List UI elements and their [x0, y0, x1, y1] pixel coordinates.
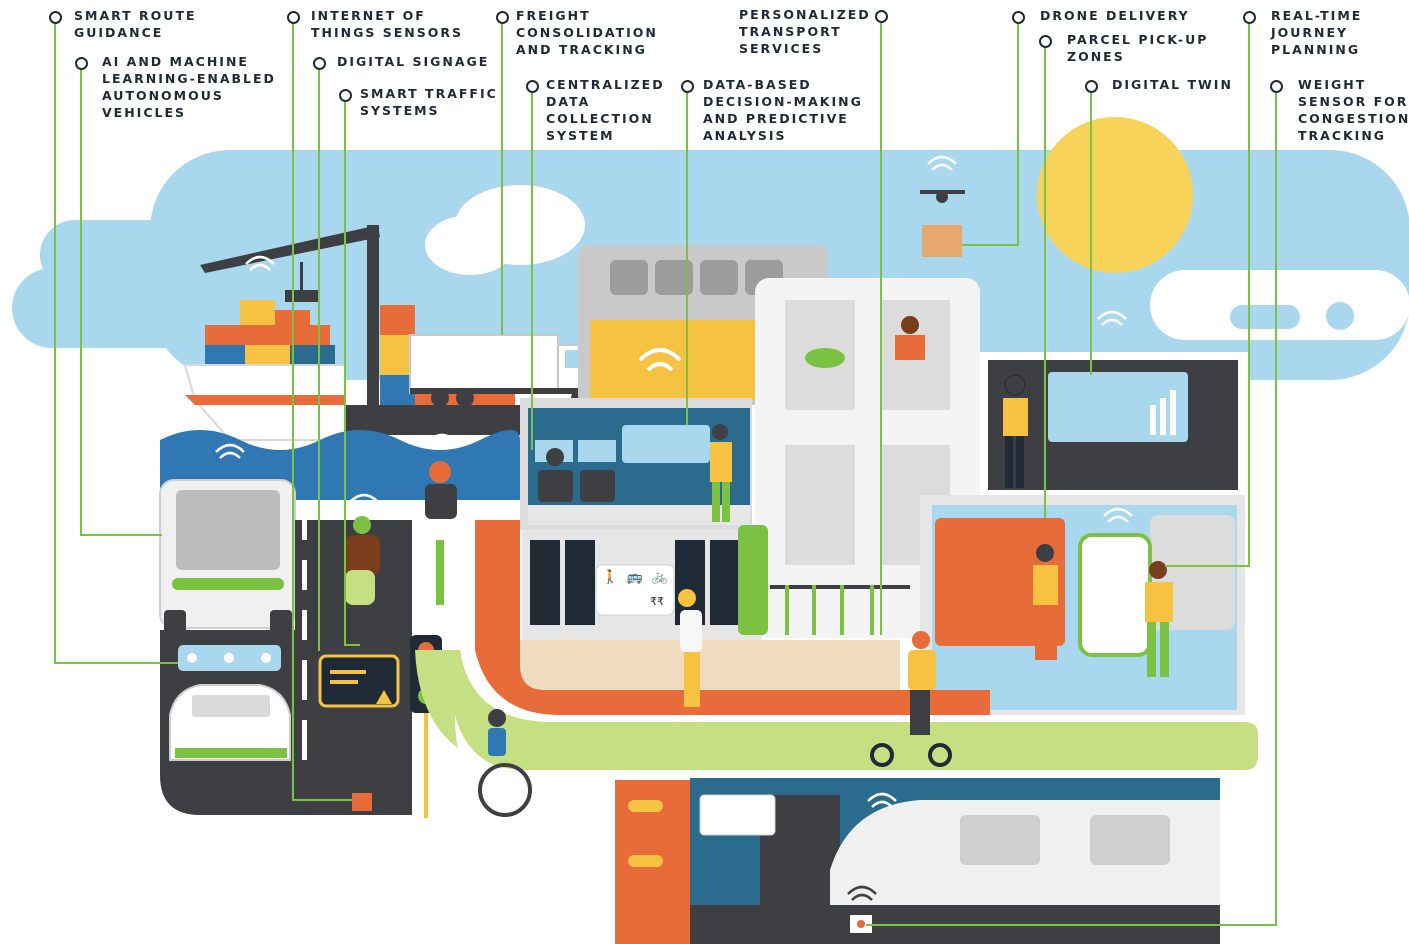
motor-scooter: [345, 516, 380, 605]
callout-marker-icon: [1085, 80, 1098, 93]
label-data-based-decision: DATA-BASED DECISION-MAKING AND PREDICTIV…: [703, 77, 863, 143]
label-personalized-transport: PERSONALIZED TRANSPORT SERVICES: [739, 7, 871, 56]
bike-share-rack: [770, 585, 910, 635]
callout-marker-icon: [339, 89, 352, 102]
callout-marker-icon: [49, 11, 62, 24]
control-room: [520, 398, 752, 530]
callout-marker-icon: [313, 57, 326, 70]
label-weight-sensor: WEIGHT SENSOR FOR CONGESTION TRACKING: [1298, 77, 1409, 143]
label-digital-signage: DIGITAL SIGNAGE: [337, 54, 490, 69]
callout-marker-icon: [1270, 80, 1283, 93]
pedestrian-icon: 🚶: [602, 570, 619, 585]
road-weight-sensor: [352, 793, 372, 811]
bus-icon: 🚌: [626, 570, 644, 585]
parcel-pickup-room: [920, 495, 1245, 715]
label-drone-delivery: DRONE DELIVERY: [1040, 8, 1190, 23]
label-iot-sensors: INTERNET OF THINGS SENSORS: [311, 8, 463, 40]
port-crane: [200, 225, 380, 410]
label-centralized-data: CENTRALIZED DATA COLLECTION SYSTEM: [546, 77, 665, 143]
digital-twin-room: [980, 352, 1248, 497]
metro-station: [615, 778, 1220, 944]
wifi-icons-dark: [349, 762, 877, 901]
wifi-icons: [215, 155, 1133, 808]
e-scooter-rider: [870, 631, 952, 767]
label-freight-consolidation: FREIGHT CONSOLIDATION AND TRACKING: [516, 8, 658, 57]
callout-marker-icon: [1012, 11, 1025, 24]
label-smart-route-guidance: SMART ROUTE GUIDANCE: [74, 8, 197, 40]
delivery-drone: [920, 190, 965, 257]
label-smart-traffic-systems: SMART TRAFFIC SYSTEMS: [360, 86, 498, 118]
callout-marker-icon: [75, 57, 88, 70]
callout-marker-icon: [496, 11, 509, 24]
callout-marker-icon: [1039, 35, 1052, 48]
callout-marker-icon: [287, 11, 300, 24]
sun: [1037, 117, 1193, 273]
server-room: [522, 525, 768, 640]
pedestrian-with-phone: [678, 589, 702, 707]
route-guidance-bar: [178, 645, 281, 671]
mode-icons: 🚶 🚌 🚲: [602, 570, 668, 585]
label-digital-twin: DIGITAL TWIN: [1112, 77, 1233, 92]
digital-sign: [318, 654, 400, 708]
cyclist: [425, 461, 457, 605]
callout-marker-icon: [526, 80, 539, 93]
leader-lines: [54, 22, 1277, 926]
wheelchair-user: [478, 709, 532, 817]
label-real-time-journey: REAL-TIME JOURNEY PLANNING: [1271, 8, 1363, 57]
pedestrian-paths: [415, 520, 1258, 815]
autonomous-car: [169, 684, 291, 761]
bicycle-icon: 🚲: [651, 570, 668, 585]
label-ai-ml-autonomous-vehicles: AI AND MACHINE LEARNING-ENABLED AUTONOMO…: [102, 54, 276, 120]
currency-indicator: ₹₹: [650, 595, 664, 608]
label-parcel-pickup: PARCEL PICK-UP ZONES: [1067, 32, 1209, 64]
callout-marker-icon: [1243, 11, 1256, 24]
autonomous-bus: [159, 479, 296, 634]
callout-marker-icon: [681, 80, 694, 93]
callout-marker-icon: [875, 10, 888, 23]
